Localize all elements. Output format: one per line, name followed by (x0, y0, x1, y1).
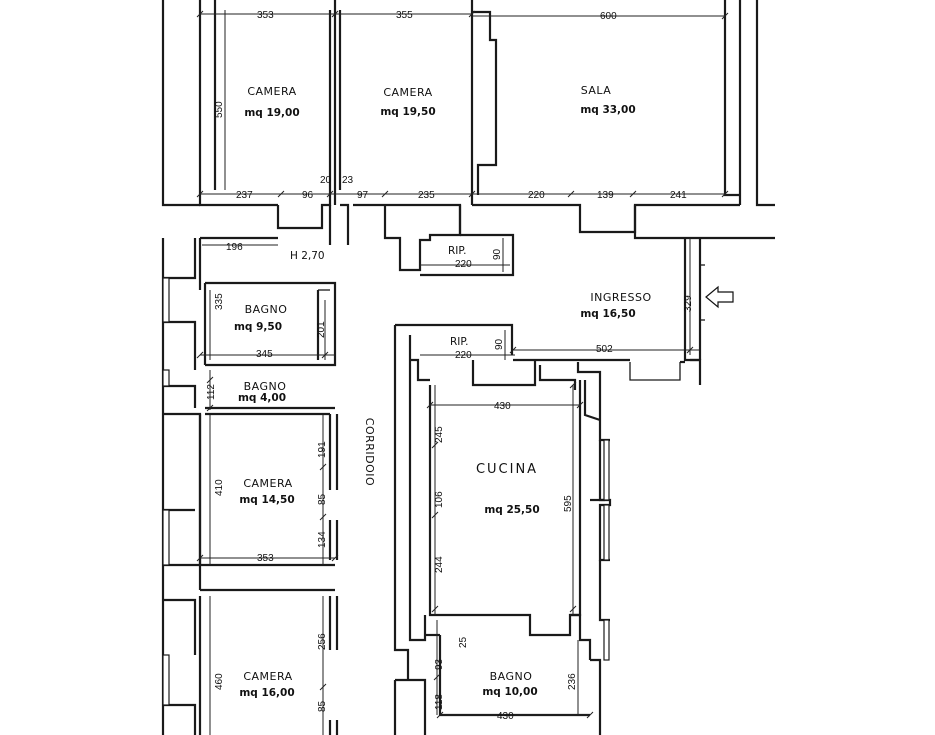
room-name-bagno-1: BAGNO (245, 303, 288, 316)
dimension-ticks (196, 10, 729, 719)
dim-bottom-237: 237 (236, 190, 253, 201)
dim-bagno-3-118: 118 (434, 694, 445, 710)
dim-top-camera-2: 355 (396, 10, 413, 21)
room-area-bagno-1: mq 9,50 (234, 321, 282, 333)
dim-camera-3-353: 353 (257, 553, 274, 564)
dim-bagno-3-93: 93 (434, 658, 445, 670)
dim-cucina-430-top: 430 (494, 401, 511, 412)
dim-top-sala: 600 (600, 11, 617, 22)
room-name-bagno-2: BAGNO (244, 380, 287, 393)
dim-bagno-2-112: 112 (206, 384, 217, 400)
room-name-cucina: CUCINA (476, 462, 538, 477)
dim-rip-1-90: 90 (492, 248, 503, 260)
dim-sala-220: 220 (528, 190, 545, 201)
room-area-camera-3: mq 14,50 (239, 494, 294, 506)
dim-cucina-245: 245 (434, 426, 445, 443)
walls (161, 0, 775, 735)
dim-camera-3-410: 410 (214, 479, 225, 496)
dim-camera-4-460: 460 (214, 673, 225, 690)
dim-bottom-235: 235 (418, 190, 435, 201)
dim-camera-1-depth: 550 (214, 101, 225, 118)
room-name-ingresso: INGRESSO (590, 291, 651, 304)
dim-camera-4-85: 85 (317, 700, 328, 712)
room-name-camera-3: CAMERA (243, 477, 292, 490)
dim-bagno-1-345: 345 (256, 349, 273, 360)
room-area-bagno-3: mq 10,00 (482, 686, 537, 698)
dim-bagno-3-430: 430 (497, 711, 514, 722)
dim-camera-3-134: 134 (317, 531, 328, 548)
dim-sala-241: 241 (670, 190, 687, 201)
dim-rip-2-220: 220 (455, 350, 472, 361)
dim-bagno-3-236: 236 (567, 673, 578, 690)
room-name-camera-2: CAMERA (383, 86, 432, 99)
room-name-rip-2: RIP. (450, 336, 468, 348)
room-area-camera-1: mq 19,00 (244, 107, 299, 119)
room-area-camera-4: mq 16,00 (239, 687, 294, 699)
dim-bagno-3-25: 25 (458, 636, 469, 648)
dim-ingresso-502: 502 (596, 344, 613, 355)
dim-rip-1-220: 220 (455, 259, 472, 270)
room-name-bagno-3: BAGNO (490, 670, 533, 683)
dim-camera-3-85: 85 (317, 493, 328, 505)
dim-camera-4-256: 256 (317, 633, 328, 650)
dim-cucina-106: 106 (434, 491, 445, 508)
dim-cucina-244: 244 (434, 556, 445, 573)
dimension-labels: 353 355 600 550 237 96 20 23 97 235 220 … (206, 10, 694, 722)
room-name-rip-1: RIP. (448, 245, 466, 257)
dim-top-camera-1: 353 (257, 10, 274, 21)
dim-cucina-595: 595 (563, 495, 574, 512)
dim-camera-3-191: 191 (317, 441, 328, 458)
room-area-bagno-2: mq 4,00 (238, 392, 286, 404)
dim-bagno-1-335: 335 (214, 293, 225, 310)
dim-rip-2-90: 90 (494, 338, 505, 350)
room-area-sala: mq 33,00 (580, 104, 635, 116)
room-name-corridoio: CORRIDOIO (363, 418, 376, 486)
room-area-ingresso: mq 16,50 (580, 308, 635, 320)
room-area-camera-2: mq 19,50 (380, 106, 435, 118)
room-area-cucina: mq 25,50 (484, 504, 539, 516)
dimension-lines (200, 10, 725, 735)
dim-20: 20 (320, 175, 332, 186)
dim-bagno-1-201: 201 (316, 321, 327, 338)
dim-bottom-97: 97 (357, 190, 369, 201)
entrance-arrow-icon (705, 285, 734, 309)
dim-sala-139: 139 (597, 190, 614, 201)
room-name-sala: SALA (581, 84, 612, 97)
dim-bottom-96: 96 (302, 190, 314, 201)
room-name-camera-4: CAMERA (243, 670, 292, 683)
ceiling-height-label: H 2,70 (290, 250, 325, 262)
dim-23: 23 (342, 175, 354, 186)
dim-passage-196: 196 (226, 242, 243, 253)
room-labels: CAMERA mq 19,00 CAMERA mq 19,50 SALA mq … (234, 84, 651, 699)
room-name-camera-1: CAMERA (247, 85, 296, 98)
dim-ingresso-329: 329 (683, 295, 694, 312)
